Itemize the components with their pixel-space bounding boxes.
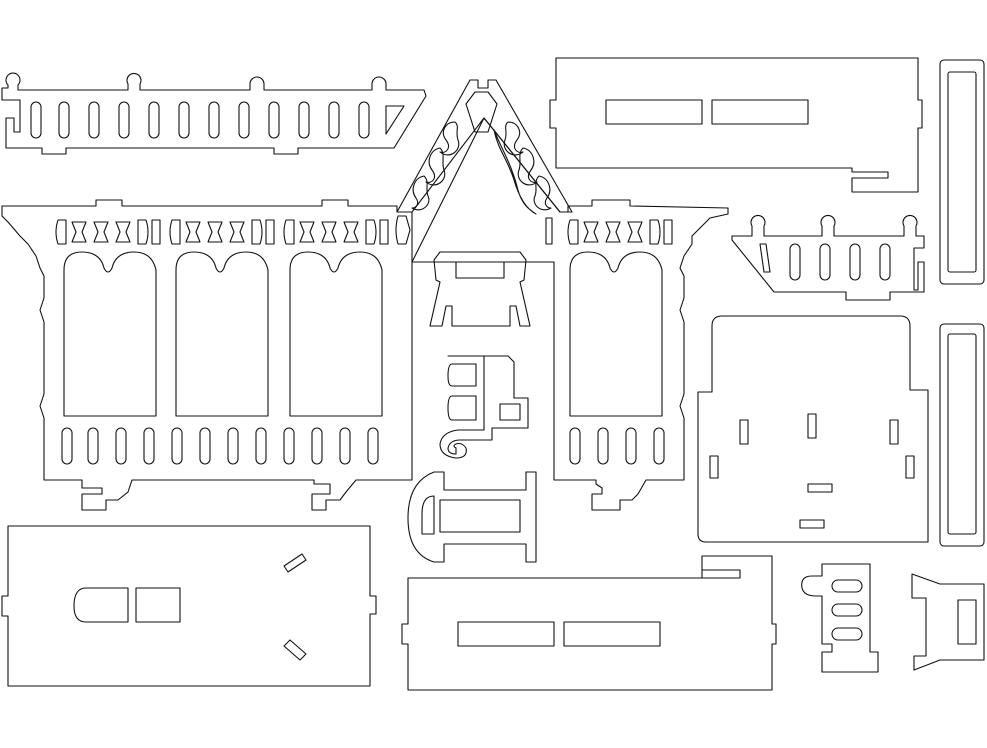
wall-panel-right xyxy=(697,315,929,543)
facade-front xyxy=(1,117,729,511)
base-panel-left xyxy=(1,525,377,687)
stool-small xyxy=(801,563,879,673)
table-base xyxy=(407,471,537,563)
side-strip-upper xyxy=(939,59,985,285)
roof-gable xyxy=(396,79,573,215)
chair-back-small xyxy=(911,573,985,671)
bench-seat xyxy=(429,251,531,327)
floor-panel-top xyxy=(549,57,923,193)
chair-side xyxy=(439,355,529,459)
balcony-railing-right xyxy=(731,214,925,301)
balcony-railing-left xyxy=(1,72,427,155)
floor-panel-bottom xyxy=(401,555,777,691)
side-strip-lower xyxy=(939,323,985,547)
